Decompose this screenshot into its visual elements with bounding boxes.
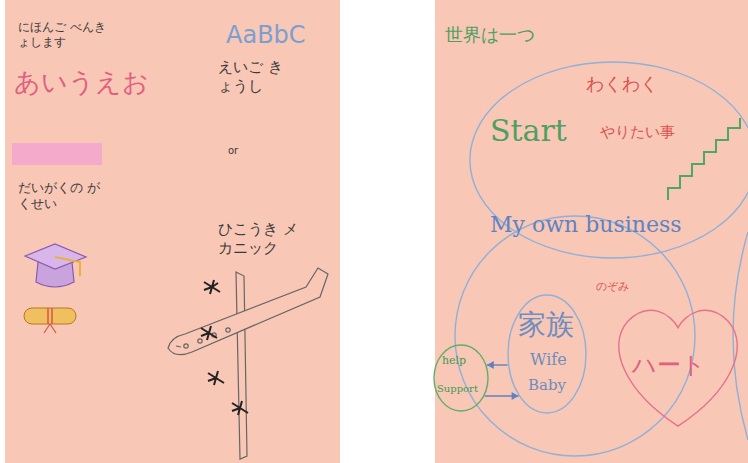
alphabet-row: AaBbC (226, 20, 306, 50)
node-text: Baby (528, 377, 566, 394)
propeller-marks (201, 280, 248, 415)
node-text: やりたい事 (600, 124, 675, 141)
node-text: わくわく (586, 74, 658, 95)
oval-line (470, 62, 748, 258)
node-text: help (442, 355, 466, 368)
node-text: Support (437, 383, 478, 395)
family-circle: 家族 WifeBaby (508, 295, 586, 413)
heading-text: 世界は一つ (445, 24, 535, 47)
node-text: Wife (530, 351, 567, 369)
arrow-head (487, 361, 494, 369)
oval-line (434, 345, 488, 411)
dream-oval: わくわく Start やりたい事 My own business (478, 62, 748, 258)
note-text: にほんご べんきょします (18, 20, 113, 50)
right-sheet (435, 0, 748, 463)
node-text: 家族 (518, 309, 574, 341)
note-text: えいご きょうし (218, 58, 284, 96)
note-text: ひこうき メカニック (218, 220, 304, 258)
heart-shape: ハート (612, 302, 744, 430)
node-text: My own business (490, 212, 682, 237)
partial-circle (733, 232, 748, 440)
help-circle: helpSupport (434, 345, 488, 411)
oval-line (508, 295, 586, 413)
note-text: or (228, 145, 238, 158)
node-text: ハート (632, 352, 706, 380)
left-sheet (5, 0, 340, 463)
graduation-cap (25, 244, 86, 287)
redaction-bar (12, 143, 102, 165)
note-text: だいがくの がくせい (18, 180, 103, 213)
diploma (24, 308, 76, 333)
heart-line (619, 310, 738, 426)
business-circle (455, 216, 695, 456)
note-text: のぞみ (596, 280, 629, 294)
node-text: Start (490, 114, 567, 149)
stairs (668, 118, 740, 200)
airplane (168, 268, 328, 459)
kana-row: あいうえお (14, 66, 149, 99)
